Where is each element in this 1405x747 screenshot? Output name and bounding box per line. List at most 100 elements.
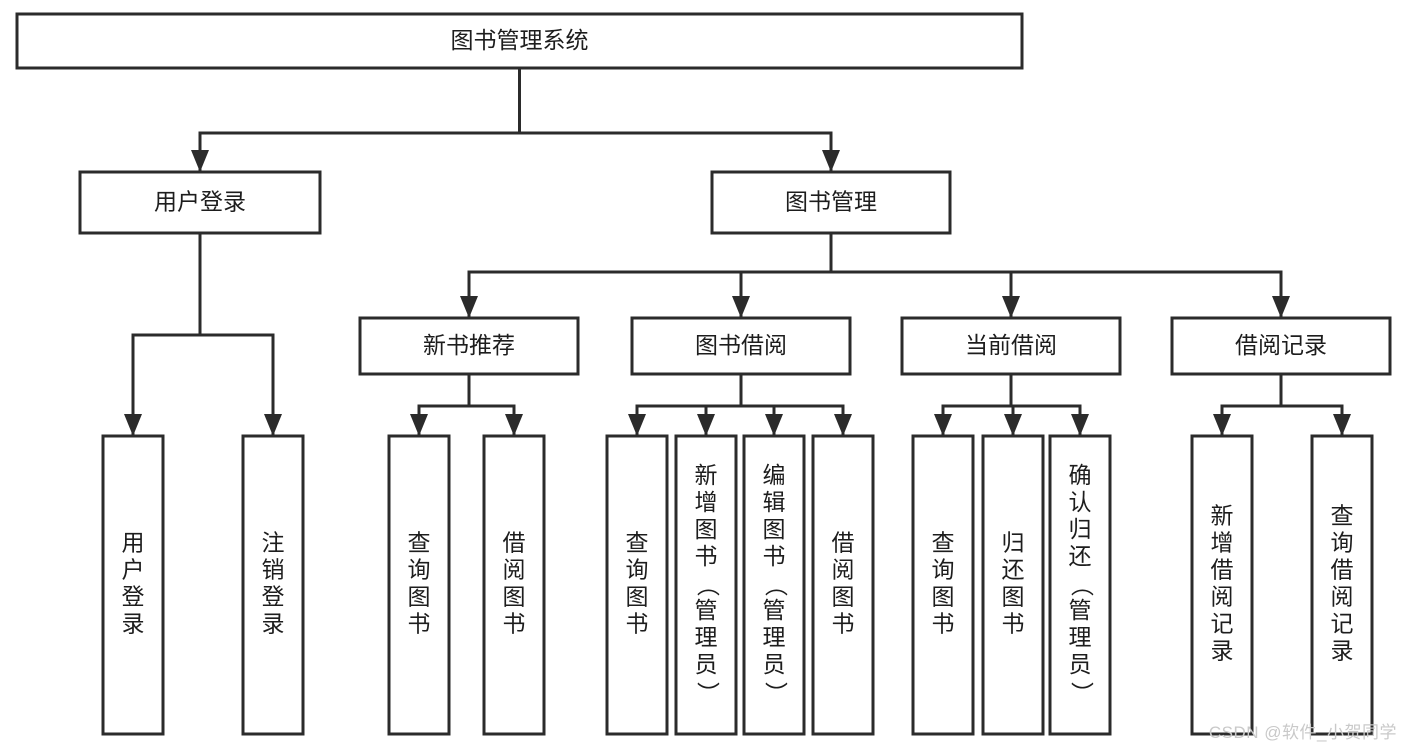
node-box[interactable] bbox=[710, 170, 952, 235]
node-newbook[interactable]: 新书推荐 bbox=[358, 316, 580, 376]
node-label-char: 图 bbox=[1002, 584, 1025, 610]
node-label-char: 图 bbox=[408, 584, 431, 610]
arrow-head-icon bbox=[460, 296, 478, 318]
arrow-head-icon bbox=[1213, 414, 1231, 436]
node-label-char: 录 bbox=[1331, 638, 1354, 664]
node-box[interactable] bbox=[742, 434, 806, 736]
node-label-char: ） bbox=[1069, 682, 1095, 705]
node-bookmgmt[interactable]: 图书管理 bbox=[710, 170, 952, 235]
node-label-char: 登 bbox=[262, 584, 285, 610]
connector-layer bbox=[124, 66, 1351, 438]
node-label-char: 录 bbox=[122, 611, 145, 637]
node-label: 借阅记录 bbox=[1235, 332, 1327, 358]
node-label-char: 管 bbox=[1069, 597, 1092, 623]
node-box[interactable] bbox=[78, 170, 322, 235]
node-label-char: 理 bbox=[695, 624, 718, 650]
node-label-char: 书 bbox=[932, 611, 955, 637]
node-label-char: 借 bbox=[1331, 557, 1354, 583]
arrow-head-icon bbox=[765, 414, 783, 436]
node-current[interactable]: 当前借阅 bbox=[900, 316, 1122, 376]
arrow-head-icon bbox=[934, 414, 952, 436]
node-c1[interactable]: 查询图书查询图书 bbox=[911, 434, 975, 736]
node-box[interactable] bbox=[482, 434, 546, 736]
connector-group-borrow bbox=[628, 372, 852, 438]
node-box[interactable] bbox=[1170, 316, 1392, 376]
node-label-char: 员 bbox=[1069, 651, 1092, 677]
arrow-head-icon bbox=[1272, 296, 1290, 318]
arrow-head-icon bbox=[822, 150, 840, 172]
node-box[interactable] bbox=[674, 434, 738, 736]
node-n1[interactable]: 查询图书查询图书 bbox=[387, 434, 451, 736]
node-n2[interactable]: 借阅图书借阅图书 bbox=[482, 434, 546, 736]
node-label-char: 询 bbox=[932, 557, 955, 583]
node-label-char: 查 bbox=[626, 530, 649, 556]
node-box[interactable] bbox=[241, 434, 305, 736]
node-label-char: 还 bbox=[1002, 557, 1025, 583]
node-box[interactable] bbox=[358, 316, 580, 376]
node-label-char: 归 bbox=[1002, 530, 1025, 556]
node-label-char: 确 bbox=[1069, 462, 1092, 488]
node-label-char: 书 bbox=[408, 611, 431, 637]
node-c2[interactable]: 归还图书归还图书 bbox=[981, 434, 1045, 736]
connector-group-login bbox=[124, 231, 282, 438]
node-label-char: 询 bbox=[408, 557, 431, 583]
node-box[interactable] bbox=[911, 434, 975, 736]
node-label-char: 辑 bbox=[763, 489, 786, 515]
node-records[interactable]: 借阅记录 bbox=[1170, 316, 1392, 376]
node-box[interactable] bbox=[15, 12, 1024, 70]
node-login[interactable]: 用户登录 bbox=[78, 170, 322, 235]
connector-group-newbook bbox=[410, 372, 523, 438]
watermark: CSDN @软件_小贺同学 bbox=[1208, 723, 1397, 742]
node-label-char: 归 bbox=[1069, 516, 1092, 542]
node-label-char: 阅 bbox=[1211, 584, 1234, 610]
node-borrow[interactable]: 图书借阅 bbox=[630, 316, 852, 376]
node-label-char: 阅 bbox=[832, 557, 855, 583]
arrow-head-icon bbox=[1333, 414, 1351, 436]
node-label-char: 员 bbox=[763, 651, 786, 677]
node-l1[interactable]: 用户登录用户登录 bbox=[101, 434, 165, 736]
node-label-char: 查 bbox=[1331, 503, 1354, 529]
node-label-char: 借 bbox=[832, 530, 855, 556]
node-label-char: 记 bbox=[1211, 611, 1234, 637]
node-l2[interactable]: 注销登录注销登录 bbox=[241, 434, 305, 736]
node-label-char: 书 bbox=[1002, 611, 1025, 637]
node-label-char: 管 bbox=[695, 597, 718, 623]
node-label: 新书推荐 bbox=[423, 332, 515, 358]
node-label-char: 书 bbox=[503, 611, 526, 637]
node-label-char: 书 bbox=[695, 543, 718, 569]
node-label-char: 查 bbox=[408, 530, 431, 556]
node-box[interactable] bbox=[605, 434, 669, 736]
arrow-head-icon bbox=[410, 414, 428, 436]
node-box[interactable] bbox=[1048, 434, 1112, 736]
node-box[interactable] bbox=[1190, 434, 1254, 736]
node-root[interactable]: 图书管理系统 bbox=[15, 12, 1024, 70]
arrow-head-icon bbox=[732, 296, 750, 318]
node-label-char: （ bbox=[1069, 574, 1095, 597]
node-box[interactable] bbox=[900, 316, 1122, 376]
node-r1[interactable]: 新增借阅记录新增借阅记录 bbox=[1190, 434, 1254, 736]
node-label-char: 认 bbox=[1069, 489, 1092, 515]
arrow-head-icon bbox=[1071, 414, 1089, 436]
node-box[interactable] bbox=[981, 434, 1045, 736]
node-label-char: ） bbox=[763, 682, 789, 705]
node-label-char: 理 bbox=[763, 624, 786, 650]
node-box[interactable] bbox=[811, 434, 875, 736]
node-box[interactable] bbox=[630, 316, 852, 376]
node-label-char: ） bbox=[695, 682, 721, 705]
node-r2[interactable]: 查询借阅记录查询借阅记录 bbox=[1310, 434, 1374, 736]
node-b4[interactable]: 借阅图书借阅图书 bbox=[811, 434, 875, 736]
node-b1[interactable]: 查询图书查询图书 bbox=[605, 434, 669, 736]
node-box[interactable] bbox=[101, 434, 165, 736]
node-box[interactable] bbox=[1310, 434, 1374, 736]
node-label-char: 新 bbox=[695, 462, 718, 488]
node-label-char: 图 bbox=[832, 584, 855, 610]
node-label-char: 图 bbox=[932, 584, 955, 610]
node-label-char: 阅 bbox=[1331, 584, 1354, 610]
node-label-char: 记 bbox=[1331, 611, 1354, 637]
node-label-char: 还 bbox=[1069, 543, 1092, 569]
node-box[interactable] bbox=[387, 434, 451, 736]
